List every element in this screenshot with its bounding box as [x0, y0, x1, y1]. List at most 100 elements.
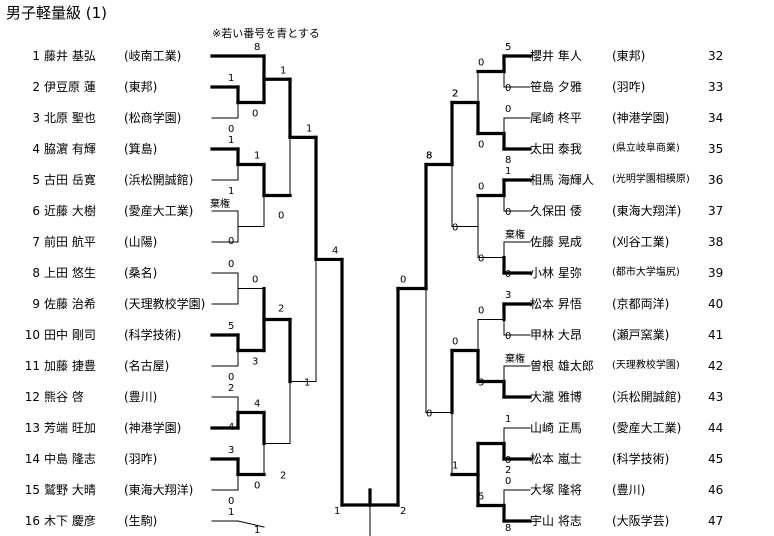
entry-number: 8 — [32, 266, 40, 280]
entry-number: 32 — [708, 49, 724, 63]
score-label: 0 — [505, 331, 511, 342]
score-label: 0 — [252, 109, 258, 120]
entry-name: 近藤 大樹 — [44, 204, 96, 218]
entry-number: 38 — [708, 235, 724, 249]
entry-team: (刈谷工業) — [612, 235, 670, 249]
entry-number: 47 — [708, 514, 724, 528]
entry-team: (天理教校学園) — [612, 360, 680, 371]
right-entry-row: 大塚 隆将(豊川)46 — [530, 481, 770, 499]
score-label: 8 — [426, 151, 432, 162]
entry-number: 33 — [708, 80, 724, 94]
score-label: 0 — [505, 476, 511, 487]
score-label: 1 — [304, 378, 310, 389]
entry-number: 13 — [24, 421, 40, 435]
entry-number: 14 — [24, 452, 40, 466]
entry-name: 松本 嵐士 — [530, 452, 582, 466]
entry-team: (箕島) — [124, 142, 158, 156]
entry-name: 藤井 基弘 — [44, 49, 96, 63]
entry-team: (豊川) — [612, 483, 646, 497]
entry-number: 41 — [708, 328, 724, 342]
entry-name: 相馬 海輝人 — [530, 173, 594, 187]
entry-team: (瀬戸窯業) — [612, 328, 670, 342]
score-label: 0 — [505, 269, 511, 280]
entry-team: (神港学園) — [124, 421, 182, 435]
entry-name: 宇山 将志 — [530, 514, 582, 528]
entry-name: 山崎 正馬 — [530, 421, 582, 435]
score-label: 4 — [228, 422, 234, 433]
score-label: 0 — [452, 337, 458, 348]
entry-number: 5 — [32, 173, 40, 187]
score-label: 0 — [228, 372, 234, 383]
entry-number: 6 — [32, 204, 40, 218]
entry-name: 伊豆原 蓮 — [44, 80, 96, 94]
entry-name: 熊谷 啓 — [44, 390, 84, 404]
entry-name: 久保田 倭 — [530, 204, 582, 218]
bracket-line — [237, 520, 265, 528]
score-label: 0 — [426, 409, 432, 420]
entry-team: (東邦) — [124, 80, 158, 94]
entry-number: 12 — [24, 390, 40, 404]
entry-number: 11 — [24, 359, 40, 373]
forfeit-label: 棄権 — [505, 352, 525, 365]
entry-number: 45 — [708, 452, 724, 466]
entry-number: 4 — [32, 142, 40, 156]
score-label: 3 — [478, 378, 484, 389]
right-entry-row: 松本 嵐士 (科学技術) 45 — [530, 450, 770, 468]
score-label: 8 — [505, 523, 511, 534]
entry-team: (都市大学塩尻) — [612, 267, 680, 278]
score-label: 0 — [228, 124, 234, 135]
entry-number: 9 — [32, 297, 40, 311]
entry-name: 尾崎 柊平 — [530, 111, 582, 125]
entry-name: 木下 慶彦 — [44, 514, 96, 528]
entry-name: 佐藤 晃成 — [530, 235, 582, 249]
entry-number: 15 — [24, 483, 40, 497]
score-label: 1 — [254, 525, 260, 536]
right-entry-row: 山崎 正馬(愛産大工業)44 — [530, 419, 770, 437]
entry-name: 加藤 捷豊 — [44, 359, 96, 373]
score-label: 0 — [478, 254, 484, 265]
right-entry-row: 太田 泰我(県立岐阜商業)35 — [530, 140, 770, 158]
entry-team: (生駒) — [124, 514, 158, 528]
entry-team: (松商学園) — [124, 111, 182, 125]
score-label: 2 — [452, 89, 458, 100]
bracket-note: ※若い番号を青とする — [212, 27, 320, 40]
score-label: 2 — [400, 506, 406, 517]
score-label: 0 — [452, 223, 458, 234]
entry-name: 小林 星弥 — [530, 266, 582, 280]
entry-number: 35 — [708, 142, 724, 156]
entry-name: 太田 泰我 — [530, 142, 582, 156]
score-label: 0 — [478, 182, 484, 193]
entry-team: (科学技術) — [612, 452, 670, 466]
score-label: 8 — [505, 155, 511, 166]
right-entry-row: 笹島 夕雅(羽咋)33 — [530, 78, 770, 96]
entry-number: 40 — [708, 297, 724, 311]
score-label: 0 — [478, 140, 484, 151]
entry-number: 37 — [708, 204, 724, 218]
score-label: 0 — [478, 58, 484, 69]
entry-name: 松本 昇悟 — [530, 297, 582, 311]
forfeit-label: 棄権 — [210, 197, 230, 210]
entry-team: (山陽) — [124, 235, 158, 249]
entry-team: (東邦) — [612, 49, 646, 63]
entry-number: 42 — [708, 359, 724, 373]
entry-team: (愛産大工業) — [124, 204, 194, 218]
score-label: 2 — [228, 383, 234, 394]
entry-team: (岐南工業) — [124, 49, 182, 63]
entry-team: (桑名) — [124, 266, 158, 280]
entry-number: 3 — [32, 111, 40, 125]
score-label: 8 — [426, 151, 432, 162]
score-label: 5 — [228, 321, 234, 332]
score-label: 2 — [505, 465, 511, 476]
page-title: 男子軽量級 (1) — [6, 4, 108, 22]
score-label: 2 — [278, 304, 284, 315]
score-label: 0 — [505, 207, 511, 218]
